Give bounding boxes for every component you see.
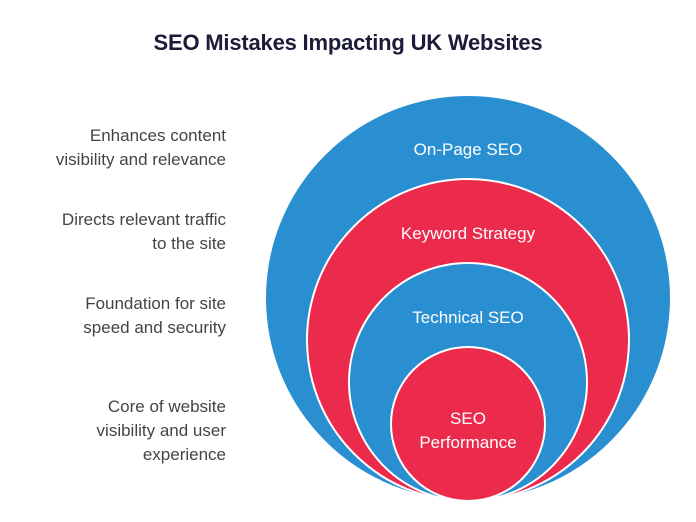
description-line: Enhances content — [89, 126, 226, 145]
description-line: Directs relevant traffic — [61, 210, 226, 229]
description-on-page-seo: Enhances content visibility and relevanc… — [0, 124, 226, 172]
label-seo-performance-line2: Performance — [419, 433, 516, 452]
description-line: speed and security — [83, 318, 226, 337]
description-line: visibility and user — [96, 421, 226, 440]
description-line: experience — [142, 445, 226, 464]
description-line: Foundation for site — [85, 294, 226, 313]
description-keyword-strategy: Directs relevant traffic to the site — [0, 208, 226, 256]
description-line: to the site — [152, 234, 226, 253]
description-technical-seo: Foundation for site speed and security — [0, 292, 226, 340]
description-seo-performance: Core of website visibility and user expe… — [0, 395, 226, 467]
label-keyword-strategy: Keyword Strategy — [401, 224, 536, 243]
label-seo-performance-line1: SEO — [450, 409, 486, 428]
label-technical-seo: Technical SEO — [412, 308, 524, 327]
circle-seo-performance — [390, 346, 546, 502]
description-line: Core of website — [107, 397, 226, 416]
label-on-page-seo: On-Page SEO — [414, 140, 523, 159]
description-line: visibility and relevance — [55, 150, 226, 169]
diagram-title: SEO Mistakes Impacting UK Websites — [153, 30, 543, 55]
